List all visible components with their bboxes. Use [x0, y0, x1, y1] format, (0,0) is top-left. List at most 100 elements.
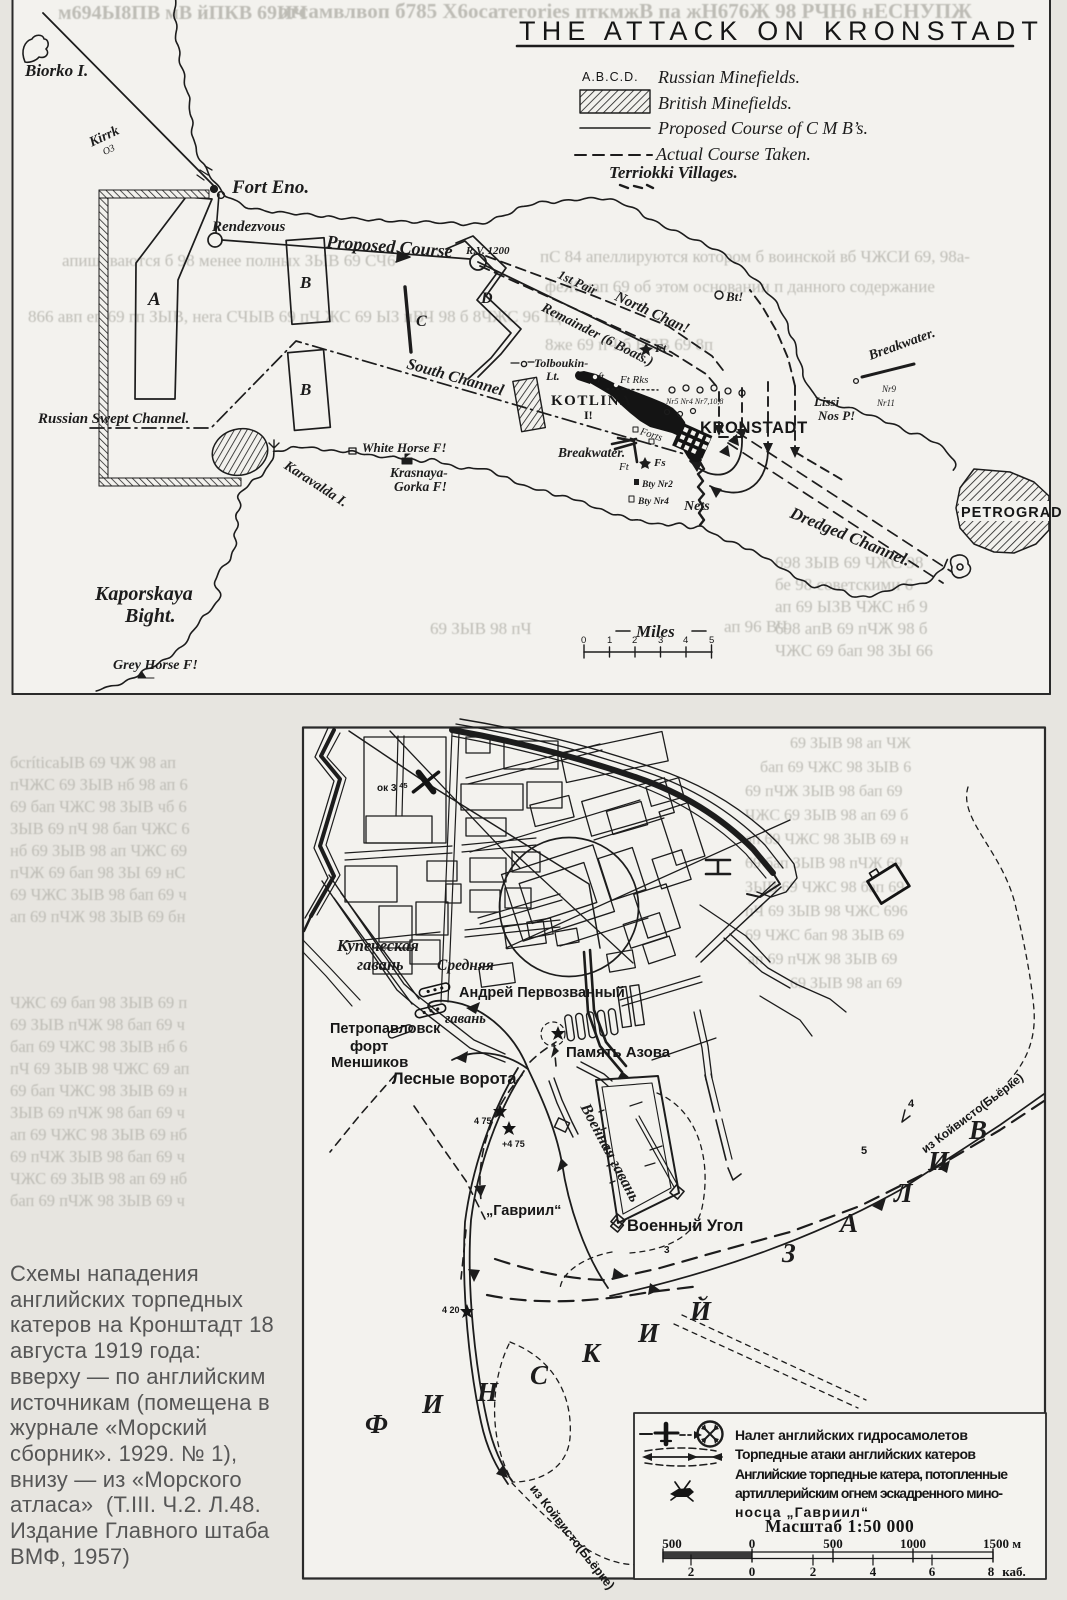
svg-text:ЧЖС 69 ЗЫВ 98 ап 69 нб: ЧЖС 69 ЗЫВ 98 ап 69 нб [10, 1169, 187, 1188]
svg-text:69 ЗЫВ пЧЖ 98 бап 69 ч: 69 ЗЫВ пЧЖ 98 бап 69 ч [10, 1015, 185, 1034]
svg-text:А: А [838, 1208, 858, 1238]
svg-text:И: И [421, 1389, 444, 1419]
svg-text:2: 2 [810, 1564, 817, 1579]
svg-text:Масштаб 1:50 000: Масштаб 1:50 000 [765, 1516, 914, 1536]
svg-text:носца „Гавриил“: носца „Гавриил“ [735, 1504, 868, 1520]
svg-text:698 апВ 69 пЧЖ 98 б: 698 апВ 69 пЧЖ 98 б [775, 619, 928, 638]
svg-text:A: A [147, 289, 161, 310]
svg-text:Nr11: Nr11 [876, 398, 895, 408]
svg-text:Ft Rks: Ft Rks [619, 374, 648, 386]
svg-text:O3: O3 [101, 143, 117, 158]
svg-text:Военный Угол: Военный Угол [627, 1217, 743, 1235]
svg-text:THE ATTACK ON KRONSTADT: THE ATTACK ON KRONSTADT [519, 16, 1044, 46]
svg-text:69 бап ЗЫВ 98 пЧЖ 69: 69 бап ЗЫВ 98 пЧЖ 69 [745, 855, 903, 872]
svg-text:8же 69 пЧ б ЫЗВ 69 8п: 8же 69 пЧ б ЫЗВ 69 8п [545, 335, 713, 354]
svg-text:Bty Nr2: Bty Nr2 [641, 480, 673, 490]
svg-text:Nets: Nets [683, 499, 710, 514]
svg-text:ЧЖС 69 бап 98 ЗЫВ 69 п: ЧЖС 69 бап 98 ЗЫВ 69 п [10, 993, 187, 1012]
svg-text:форт: форт [350, 1038, 388, 1055]
svg-text:З: З [781, 1238, 796, 1268]
svg-text:PETROGRAD: PETROGRAD [961, 505, 1063, 521]
svg-text:каб.: каб. [1002, 1564, 1026, 1579]
svg-text:R.V. 1200: R.V. 1200 [465, 245, 510, 257]
svg-text:2: 2 [688, 1564, 695, 1579]
svg-text:феЖ нап 69 об этом основании: феЖ нап 69 об этом основании п данного с… [545, 277, 935, 296]
svg-text:69 ЗЫВ 98 ап ЧЖ: 69 ЗЫВ 98 ап ЧЖ [790, 735, 911, 752]
svg-text:69 бап ЧЖС 98 ЗЫВ 69 н: 69 бап ЧЖС 98 ЗЫВ 69 н [10, 1081, 187, 1100]
svg-text:Proposed Course of C M B’s.: Proposed Course of C M B’s. [657, 118, 868, 138]
svg-text:апишиваются б 98 менее полных: апишиваются б 98 менее полных ЗЫВ 69 СЧ6 [62, 251, 395, 270]
svg-text:Bight.: Bight. [124, 605, 176, 627]
svg-text:866 авп еп 69 гп ЗЫВ, нera: 866 авп еп 69 гп ЗЫВ, нera СЧЫВ 69 пЧ ЖС… [28, 307, 561, 326]
svg-text:бап 69 ЧЖС 98 ЗЫВ 6: бап 69 ЧЖС 98 ЗЫВ 6 [760, 759, 911, 776]
svg-text:ап 69 ЧЖС 98 ЗЫВ 69 н: ап 69 ЧЖС 98 ЗЫВ 69 н [745, 831, 909, 848]
svg-text:Лесные ворота: Лесные ворота [392, 1070, 517, 1088]
svg-text:Kaporskaya: Kaporskaya [94, 583, 193, 605]
svg-text:KRONSTADT: KRONSTADT [700, 419, 808, 437]
svg-text:69 ЧЖС бап 98 ЗЫВ 69: 69 ЧЖС бап 98 ЗЫВ 69 [745, 927, 904, 944]
svg-text:1500 м: 1500 м [983, 1536, 1021, 1551]
svg-text:Андрей Первозванный: Андрей Первозванный [459, 985, 625, 1001]
svg-text:White Horse F!: White Horse F! [362, 440, 447, 455]
svg-text:A.B.C.D.: A.B.C.D. [582, 70, 639, 84]
svg-text:Ф: Ф [365, 1409, 388, 1439]
svg-text:5: 5 [861, 1145, 867, 1157]
svg-text:Krasnaya-: Krasnaya- [389, 465, 448, 480]
svg-text:3: 3 [658, 635, 663, 646]
svg-text:И: И [637, 1318, 660, 1348]
svg-text:B: B [299, 380, 311, 399]
svg-text:ап 69 пЧЖ 98 ЗЫВ 69: ап 69 пЧЖ 98 ЗЫВ 69 [748, 951, 897, 968]
svg-text:69 пЧЖ ЗЫВ 98 бап 69: 69 пЧЖ ЗЫВ 98 бап 69 [745, 783, 903, 800]
svg-text:Память Азова: Память Азова [566, 1044, 671, 1061]
svg-text:Actual Course Taken.: Actual Course Taken. [655, 144, 811, 164]
svg-text:„Гавриил“: „Гавриил“ [486, 1203, 561, 1219]
svg-text:6: 6 [929, 1564, 936, 1579]
svg-text:Bty Nr4: Bty Nr4 [637, 497, 669, 507]
svg-text:Петропавловск: Петропавловск [330, 1021, 441, 1037]
svg-text:Lissi: Lissi [813, 394, 840, 409]
svg-text:5: 5 [709, 635, 714, 646]
svg-text:B: B [299, 273, 311, 292]
svg-text:Lt.: Lt. [545, 369, 560, 383]
svg-text:В: В [968, 1115, 987, 1145]
svg-text:4 75: 4 75 [474, 1116, 492, 1126]
svg-text:1000: 1000 [900, 1536, 926, 1551]
svg-text:D: D [480, 290, 493, 307]
svg-text:Bt!: Bt! [725, 289, 743, 304]
svg-text:ЗЫВ 69 пЧЖ 98 бап 69 ч: ЗЫВ 69 пЧЖ 98 бап 69 ч [10, 1103, 185, 1122]
svg-text:ап 69 ЧЖС 98 ЗЫВ 69 нб: ап 69 ЧЖС 98 ЗЫВ 69 нб [10, 1125, 187, 1144]
svg-text:I!: I! [584, 408, 593, 422]
svg-text:артиллерийским огнем эскадре: артиллерийским огнем эскадренного мино- [735, 1485, 1003, 1501]
svg-text:К: К [581, 1338, 602, 1368]
svg-text:0: 0 [581, 635, 586, 646]
svg-text:ап 96 ВЧ: ап 96 ВЧ [724, 617, 787, 636]
svg-text:4: 4 [908, 1098, 915, 1110]
svg-text:бап 69 ЧЖС 98 ЗЫВ нб 6: бап 69 ЧЖС 98 ЗЫВ нб 6 [10, 1037, 187, 1056]
svg-text:Nr5 Nr4 Nr7,10,8: Nr5 Nr4 Nr7,10,8 [665, 397, 723, 406]
svg-text:8: 8 [988, 1564, 995, 1579]
svg-text:Russian Swept Channel.: Russian Swept Channel. [37, 411, 189, 427]
svg-text:2: 2 [632, 635, 637, 646]
svg-text:69 пЧЖ ЗЫВ 98 бап 69 ч: 69 пЧЖ ЗЫВ 98 бап 69 ч [10, 1147, 185, 1166]
svg-text:гавань: гавань [445, 1011, 486, 1027]
svg-text:пС 84 апеллируются котором б: пС 84 апеллируются котором б воинской вб… [540, 247, 970, 266]
svg-text:4: 4 [683, 635, 688, 646]
svg-text:Меншиков: Меншиков [331, 1054, 408, 1071]
svg-text:Л: Л [893, 1178, 914, 1208]
svg-text:Breakwater.: Breakwater. [557, 445, 625, 460]
svg-text:Fort Eno.: Fort Eno. [231, 177, 309, 198]
svg-text:ап 69 ЫЗВ ЧЖС нб 9: ап 69 ЫЗВ ЧЖС нб 9 [775, 597, 928, 616]
svg-text:British Minefields.: British Minefields. [658, 93, 792, 113]
svg-text:69 ЧЖС ЗЫВ 98 бап 69 ч: 69 ЧЖС ЗЫВ 98 бап 69 ч [10, 885, 187, 904]
svg-text:0: 0 [749, 1536, 756, 1551]
svg-text:Fs: Fs [653, 457, 666, 469]
svg-text:пЧЖС 69 ЗЫВ нб 98 ап 6: пЧЖС 69 ЗЫВ нб 98 ап 6 [10, 775, 188, 794]
svg-text:Russian Minefields.: Russian Minefields. [657, 67, 800, 87]
svg-text:Купеческая: Купеческая [336, 936, 419, 955]
svg-text:Miles: Miles [635, 622, 675, 641]
svg-text:C: C [416, 313, 427, 330]
svg-text:Nr9: Nr9 [881, 384, 897, 394]
svg-text:бе 98 советскими 6: бе 98 советскими 6 [775, 575, 913, 594]
svg-text:бап 69 пЧЖ 98 ЗЫВ 69 ч: бап 69 пЧЖ 98 ЗЫВ 69 ч [10, 1191, 185, 1210]
svg-text:пЧ 69 ЗЫВ 98 ЧЖС 69 ап: пЧ 69 ЗЫВ 98 ЧЖС 69 ап [10, 1059, 190, 1078]
